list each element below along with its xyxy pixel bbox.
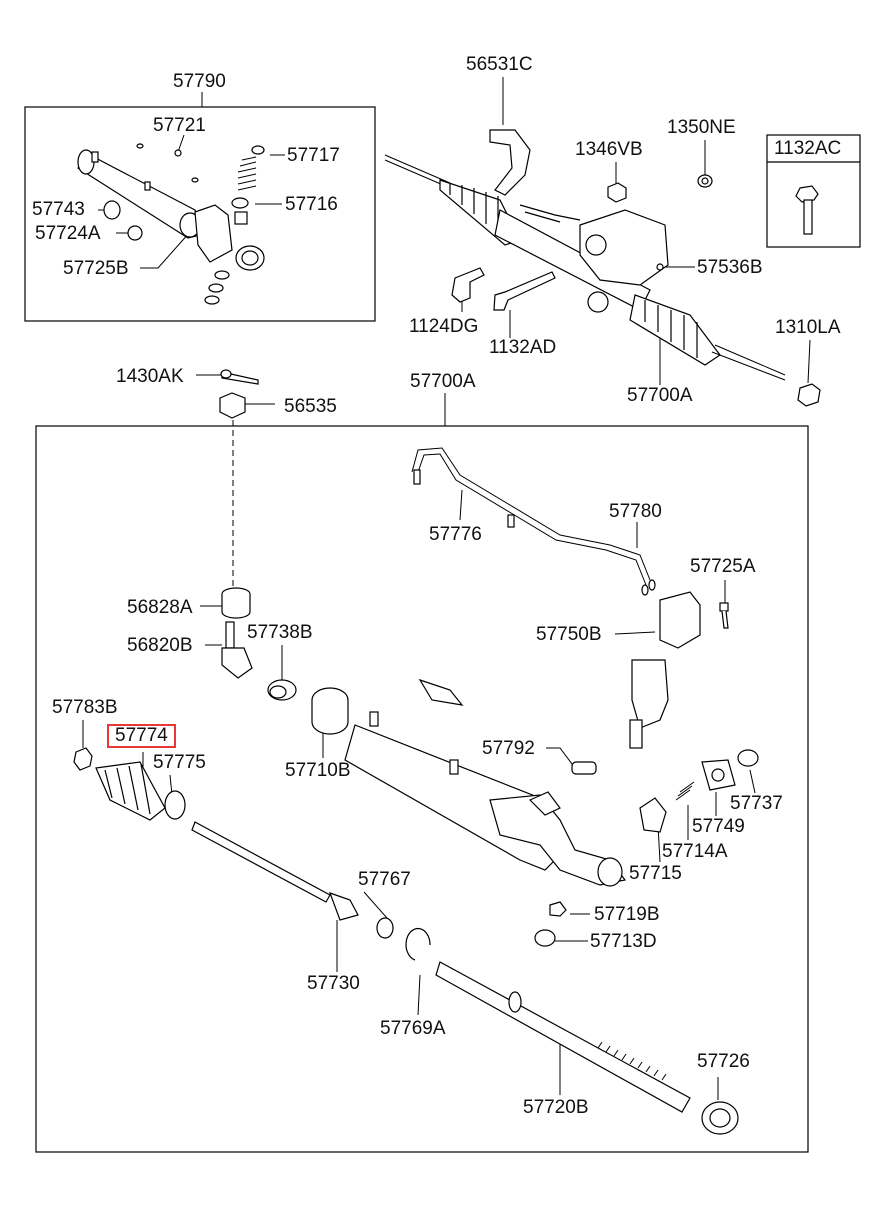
label-57738B: 57738B [247,622,313,643]
label-56535: 56535 [284,396,337,417]
label-1124DG: 1124DG [409,316,479,337]
label-57725B: 57725B [63,258,129,279]
label-57743: 57743 [32,199,85,220]
inset-box-57790 [24,106,376,322]
label-57720B: 57720B [523,1097,589,1118]
label-57724A: 57724A [35,223,101,244]
label-57749: 57749 [692,816,745,837]
tie-rod-57730 [191,821,394,939]
spring-57714A [675,781,695,801]
tie-rod-top-right [711,344,786,381]
label-1350NE: 1350NE [667,117,736,138]
label-57730: 57730 [307,973,360,994]
label-57700A-box: 57700A [410,371,476,392]
label-57776: 57776 [429,524,482,545]
pin-57792 [571,761,597,775]
yoke-57715 [639,797,667,833]
label-1346VB: 1346VB [575,139,643,160]
bushing-57726 [701,1101,739,1135]
label-57737: 57737 [730,793,783,814]
label-57775: 57775 [153,752,206,773]
inset-small-parts [103,143,265,305]
label-57710B: 57710B [285,760,351,781]
label-57721: 57721 [153,115,206,136]
clip-57775 [164,790,186,820]
valve-body-top [519,204,669,313]
rack-housing-main [344,711,627,887]
label-57716: 57716 [285,194,338,215]
pipe-57776 [411,447,651,586]
tie-rod-top-left [384,154,451,189]
assembly-box-57700A [35,425,809,1153]
inset-spring [237,156,257,191]
label-1430AK: 1430AK [116,366,184,387]
bracket-56531C [489,129,531,196]
label-57719B: 57719B [594,904,660,925]
label-57715: 57715 [629,863,682,884]
spacer-pad [418,678,464,706]
rack-teeth [597,1041,667,1081]
plug-57737 [737,749,759,767]
label-1310LA: 1310LA [775,317,841,338]
small-hardware-top [451,174,821,407]
label-57792: 57792 [482,738,535,759]
boot-top-right [629,294,721,366]
castle-nut-56535 [219,392,246,419]
bolt-1132AC [795,185,819,235]
label-57725A: 57725A [690,556,756,577]
inset-box-1132AC [766,134,861,248]
snap-ring-57769A [405,927,431,961]
bushing-57710B [311,687,349,735]
label-57717: 57717 [287,145,340,166]
bushing-57738B [267,679,297,701]
label-57750B: 57750B [536,624,602,645]
label-57726: 57726 [697,1051,750,1072]
label-57700A-top: 57700A [627,385,693,406]
label-56531C: 56531C [466,54,533,75]
label-57713D: 57713D [590,931,657,952]
nut-57719B [549,901,567,917]
ball-joint-56820B [221,621,253,679]
label-57774-highlighted[interactable]: 57774 [107,724,176,748]
plate-57749 [701,759,736,791]
label-57783B: 57783B [52,697,118,718]
pipe-fittings [413,469,656,596]
label-57780: 57780 [609,501,662,522]
label-57790: 57790 [173,71,226,92]
pinion-shaft [629,659,669,749]
label-56828A: 56828A [127,597,193,618]
label-57714A: 57714A [662,841,728,862]
label-56820B: 56820B [127,635,193,656]
label-57769A: 57769A [380,1018,446,1039]
label-57536B: 57536B [697,257,763,278]
bushing-56828A [221,587,251,619]
label-1132AD: 1132AD [489,337,557,358]
label-57767: 57767 [358,869,411,890]
label-1132AC: 1132AC [774,138,842,159]
seal-57713D [534,929,556,947]
nut-57783B [73,747,93,771]
valve-57750B [659,591,729,649]
rack-57720B [435,961,691,1113]
rack-housing-inset [77,149,265,271]
boot-57774 [95,761,166,821]
cotter-pin-1430AK [220,369,259,385]
